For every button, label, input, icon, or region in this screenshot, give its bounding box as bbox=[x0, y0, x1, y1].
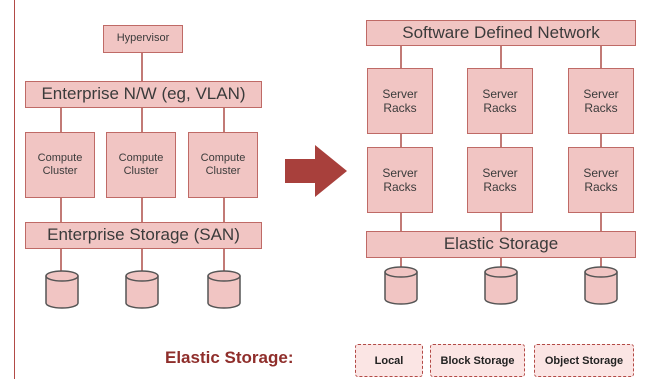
connector-line bbox=[223, 108, 225, 132]
transition-arrow-icon bbox=[285, 145, 347, 197]
rack-label-line1: Server bbox=[583, 165, 619, 180]
legend-item-label: Local bbox=[374, 354, 404, 367]
rack-label-line1: Server bbox=[482, 165, 518, 180]
cluster-label-line1: Compute bbox=[118, 151, 164, 164]
cluster-label-line1: Compute bbox=[37, 151, 83, 164]
server-racks-bottom-1: Server Racks bbox=[367, 147, 433, 213]
compute-cluster-2: Compute Cluster bbox=[106, 132, 176, 198]
legend-item-block-storage: Block Storage bbox=[430, 344, 525, 377]
rack-label-line1: Server bbox=[482, 86, 518, 101]
connector-line bbox=[400, 213, 402, 231]
hypervisor-label: Hypervisor bbox=[116, 32, 170, 45]
connector-line bbox=[600, 213, 602, 231]
hypervisor-box: Hypervisor bbox=[103, 25, 183, 53]
connector-line bbox=[141, 108, 143, 132]
enterprise-network-label: Enterprise N/W (eg, VLAN) bbox=[41, 84, 246, 104]
connector-line bbox=[141, 249, 143, 273]
connector-line bbox=[600, 134, 602, 147]
connector-line bbox=[223, 198, 225, 222]
cluster-label-line1: Compute bbox=[200, 151, 246, 164]
connector-line bbox=[60, 108, 62, 132]
connector-line bbox=[223, 249, 225, 273]
connector-line bbox=[400, 46, 402, 68]
enterprise-storage-bar: Enterprise Storage (SAN) bbox=[25, 222, 262, 249]
legend-item-local: Local bbox=[355, 344, 423, 377]
compute-cluster-3: Compute Cluster bbox=[188, 132, 258, 198]
disk-icon bbox=[584, 266, 618, 305]
rack-label-line2: Racks bbox=[383, 101, 417, 115]
disk-icon bbox=[125, 270, 159, 309]
legend-title: Elastic Storage: bbox=[165, 348, 294, 367]
connector-line bbox=[500, 46, 502, 68]
software-defined-network-label: Software Defined Network bbox=[402, 22, 600, 42]
disk-icon bbox=[45, 270, 79, 309]
connector-line bbox=[600, 258, 602, 270]
server-racks-bottom-2: Server Racks bbox=[467, 147, 533, 213]
elastic-storage-label: Elastic Storage bbox=[443, 234, 559, 254]
rack-label-line2: Racks bbox=[483, 180, 517, 194]
legend-item-label: Object Storage bbox=[544, 354, 624, 367]
connector-line bbox=[60, 249, 62, 273]
connector-line bbox=[60, 198, 62, 222]
rack-label-line2: Racks bbox=[584, 180, 618, 194]
compute-cluster-1: Compute Cluster bbox=[25, 132, 95, 198]
connector-line bbox=[500, 134, 502, 147]
disk-icon bbox=[384, 266, 418, 305]
cluster-label-line2: Cluster bbox=[123, 165, 159, 177]
connector-line bbox=[500, 258, 502, 270]
rack-label-line2: Racks bbox=[584, 101, 618, 115]
disk-icon bbox=[484, 266, 518, 305]
rack-label-line2: Racks bbox=[483, 101, 517, 115]
connector-line bbox=[141, 198, 143, 222]
connector-line bbox=[400, 258, 402, 270]
rack-label-line2: Racks bbox=[383, 180, 417, 194]
connector-line bbox=[500, 213, 502, 231]
cluster-label-line2: Cluster bbox=[42, 165, 78, 177]
server-racks-top-1: Server Racks bbox=[367, 68, 433, 134]
rack-label-line1: Server bbox=[382, 165, 418, 180]
server-racks-top-3: Server Racks bbox=[568, 68, 634, 134]
enterprise-network-bar: Enterprise N/W (eg, VLAN) bbox=[25, 81, 262, 108]
legend-item-object-storage: Object Storage bbox=[534, 344, 634, 377]
connector-line bbox=[600, 46, 602, 68]
rack-label-line1: Server bbox=[382, 86, 418, 101]
rack-label-line1: Server bbox=[583, 86, 619, 101]
cluster-label-line2: Cluster bbox=[205, 165, 241, 177]
enterprise-storage-label: Enterprise Storage (SAN) bbox=[47, 225, 240, 245]
legend-item-label: Block Storage bbox=[440, 354, 515, 367]
diagram-frame bbox=[14, 0, 646, 379]
disk-icon bbox=[207, 270, 241, 309]
server-racks-bottom-3: Server Racks bbox=[568, 147, 634, 213]
connector-line bbox=[400, 134, 402, 147]
server-racks-top-2: Server Racks bbox=[467, 68, 533, 134]
connector-line bbox=[141, 53, 143, 81]
software-defined-network-bar: Software Defined Network bbox=[366, 20, 636, 46]
elastic-storage-bar: Elastic Storage bbox=[366, 231, 636, 258]
